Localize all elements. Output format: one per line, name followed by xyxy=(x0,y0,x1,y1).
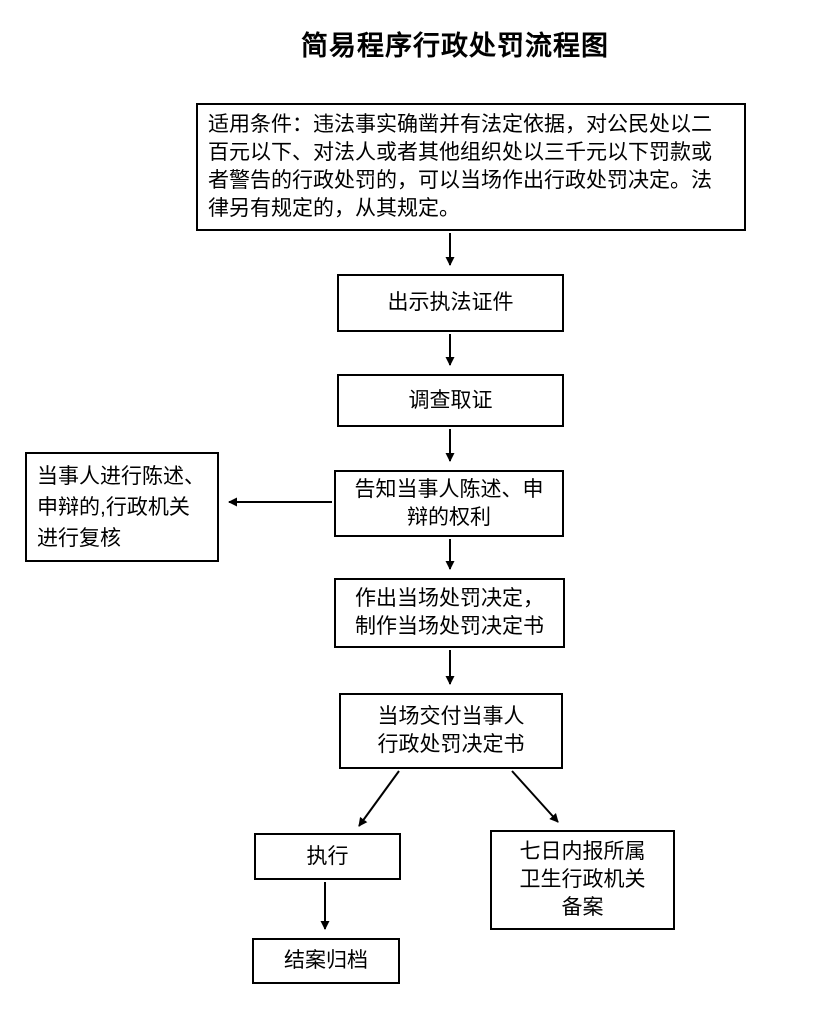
arrow-deliver-to-report xyxy=(511,770,559,823)
flow-step-archive: 结案归档 xyxy=(252,938,400,984)
flow-step-archive-label: 结案归档 xyxy=(284,949,368,972)
flow-step-investigate-label: 调查取证 xyxy=(408,388,493,412)
flow-step-show-credentials-label: 出示执法证件 xyxy=(387,291,514,314)
flow-step-decision-label: 作出当场处罚决定， 制作当场处罚决定书 xyxy=(355,587,544,638)
flow-step-review-label: 当事人进行陈述、 申辩的,行政机关 进行复核 xyxy=(37,464,205,550)
arrow-deliver-to-execute xyxy=(358,770,400,827)
page-title: 简易程序行政处罚流程图 xyxy=(301,31,609,61)
flow-step-decision: 作出当场处罚决定， 制作当场处罚决定书 xyxy=(334,578,565,648)
flow-step-execute-label: 执行 xyxy=(306,844,349,868)
flow-step-report: 七日内报所属 卫生行政机关 备案 xyxy=(490,830,675,930)
flow-step-inform-rights-label: 告知当事人陈述、申 辩的权利 xyxy=(354,477,544,529)
flow-step-condition: 适用条件：违法事实确凿并有法定依据，对公民处以二 百元以下、对法人或者其他组织处… xyxy=(196,103,746,231)
flow-step-show-credentials: 出示执法证件 xyxy=(337,274,564,332)
flow-step-inform-rights: 告知当事人陈述、申 辩的权利 xyxy=(334,470,564,537)
flow-step-execute: 执行 xyxy=(254,833,401,880)
flow-step-review: 当事人进行陈述、 申辩的,行政机关 进行复核 xyxy=(25,452,219,562)
flow-step-investigate: 调查取证 xyxy=(337,374,564,427)
flow-step-deliver-label: 当场交付当事人 行政处罚决定书 xyxy=(377,705,525,756)
flow-step-deliver: 当场交付当事人 行政处罚决定书 xyxy=(339,693,563,769)
flow-step-report-label: 七日内报所属 卫生行政机关 备案 xyxy=(519,840,646,919)
flow-step-condition-label: 适用条件：违法事实确凿并有法定依据，对公民处以二 百元以下、对法人或者其他组织处… xyxy=(208,113,712,220)
